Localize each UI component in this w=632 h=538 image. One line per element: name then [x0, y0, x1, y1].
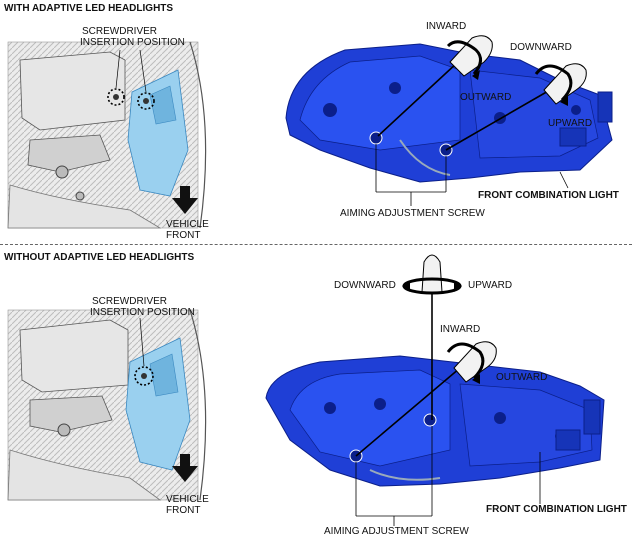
- label-upward-top: UPWARD: [548, 118, 593, 129]
- headlight-illustration-bottom: [265, 355, 605, 487]
- section-divider: [0, 244, 632, 245]
- vehicle-front-top-line2: FRONT: [166, 230, 201, 241]
- front-combination-light-top: FRONT COMBINATION LIGHT: [478, 190, 619, 201]
- aiming-bracket-bottom: [355, 426, 541, 526]
- aiming-screw-label-bottom: AIMING ADJUSTMENT SCREW: [324, 526, 469, 537]
- vehicle-front-bottom-line1: VEHICLE: [166, 494, 209, 505]
- screwdriver-label-bottom-line1: SCREWDRIVER: [92, 296, 168, 307]
- label-inward-top: INWARD: [426, 21, 467, 32]
- screwdriver-label-top-line2: INSERTION POSITION: [80, 37, 185, 48]
- vehicle-front-top-line1: VEHICLE: [166, 219, 209, 230]
- vehicle-front-arrow-bottom: [172, 454, 198, 482]
- label-downward-bottom: DOWNWARD: [334, 280, 396, 291]
- label-outward-top: OUTWARD: [460, 92, 512, 103]
- screwdriver-top-2: [445, 63, 587, 151]
- aiming-screw-label-top: AIMING ADJUSTMENT SCREW: [340, 208, 485, 219]
- vehicle-front-arrow-top: [172, 186, 198, 214]
- label-downward-top: DOWNWARD: [510, 42, 572, 53]
- label-upward-bottom: UPWARD: [468, 280, 513, 291]
- section-title-with-adaptive: WITH ADAPTIVE LED HEADLIGHTS: [4, 3, 174, 14]
- vehicle-front-bottom-line2: FRONT: [166, 505, 201, 516]
- screwdriver-vertical-bottom: [402, 254, 462, 420]
- section-title-without-adaptive: WITHOUT ADAPTIVE LED HEADLIGHTS: [4, 252, 195, 263]
- label-inward-bottom: INWARD: [440, 324, 481, 335]
- aiming-bracket-top: [375, 144, 569, 206]
- screwdriver-label-bottom-line2: INSERTION POSITION: [90, 307, 195, 318]
- headlight-illustration-top: [285, 43, 613, 183]
- label-outward-bottom: OUTWARD: [496, 372, 548, 383]
- screwdriver-label-top-line1: SCREWDRIVER: [82, 26, 158, 37]
- engine-bay-illustration-top: [7, 41, 207, 229]
- engine-bay-illustration-bottom: [7, 309, 207, 501]
- screwdriver-top-1: [377, 35, 493, 137]
- front-combination-light-bottom: FRONT COMBINATION LIGHT: [486, 504, 627, 515]
- screwdriver-diagonal-bottom: [355, 341, 497, 457]
